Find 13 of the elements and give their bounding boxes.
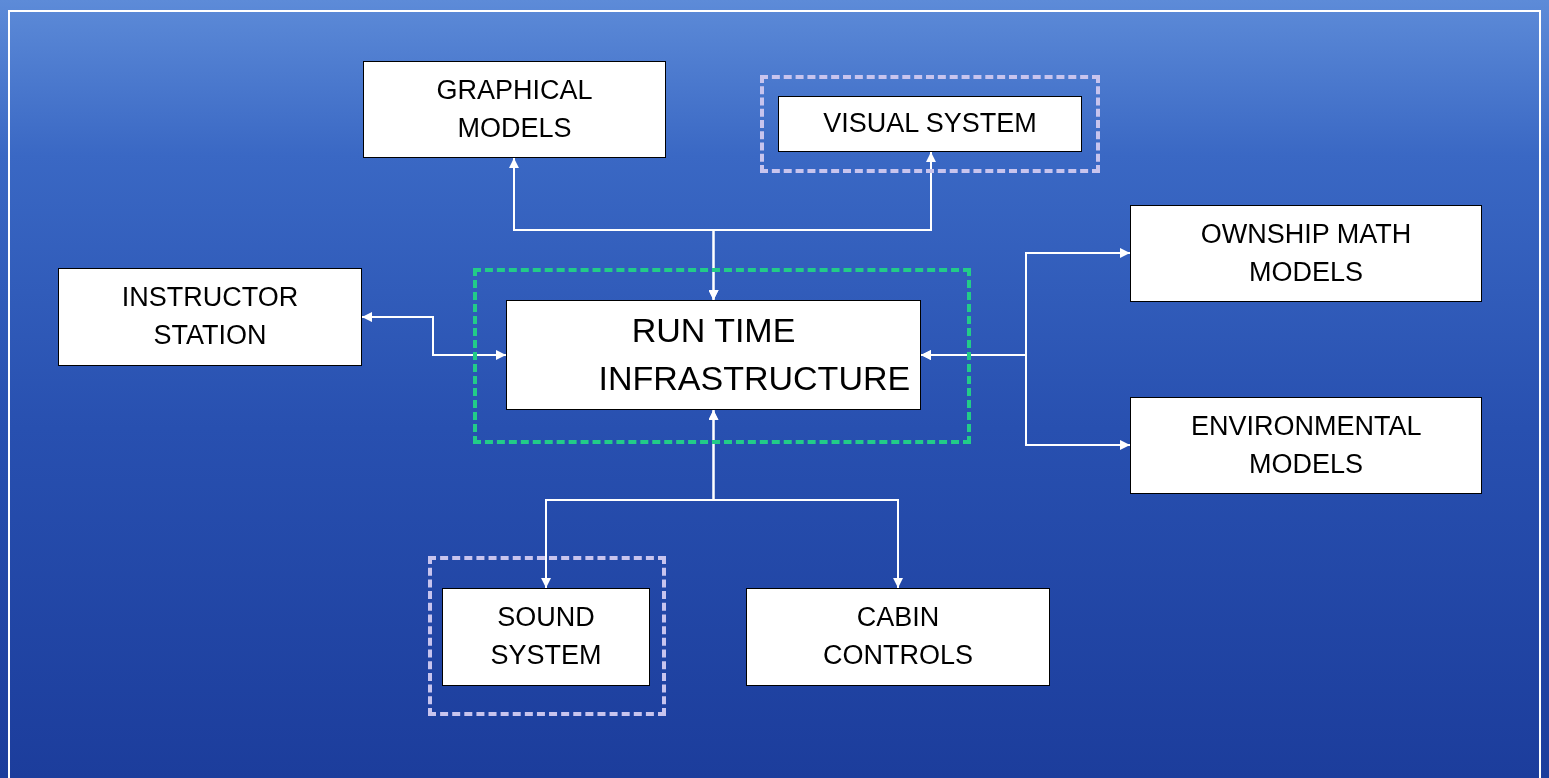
process-box: OWNSHIP MATH MODELS [1130, 205, 1482, 302]
process-box: RUN TIME INFRASTRUCTURE [506, 300, 921, 410]
dashed-group-box [760, 75, 1100, 173]
process-box: INSTRUCTOR STATION [58, 268, 362, 366]
arrow [361, 309, 507, 363]
process-box: GRAPHICAL MODELS [363, 61, 666, 158]
process-box: ENVIRONMENTAL MODELS [1130, 397, 1482, 494]
arrow [920, 347, 1131, 453]
process-box: VISUAL SYSTEM [778, 96, 1082, 152]
dashed-group-box [428, 556, 666, 716]
dashed-group-box [473, 268, 971, 444]
process-box: CABIN CONTROLS [746, 588, 1050, 686]
process-box: SOUND SYSTEM [442, 588, 650, 686]
